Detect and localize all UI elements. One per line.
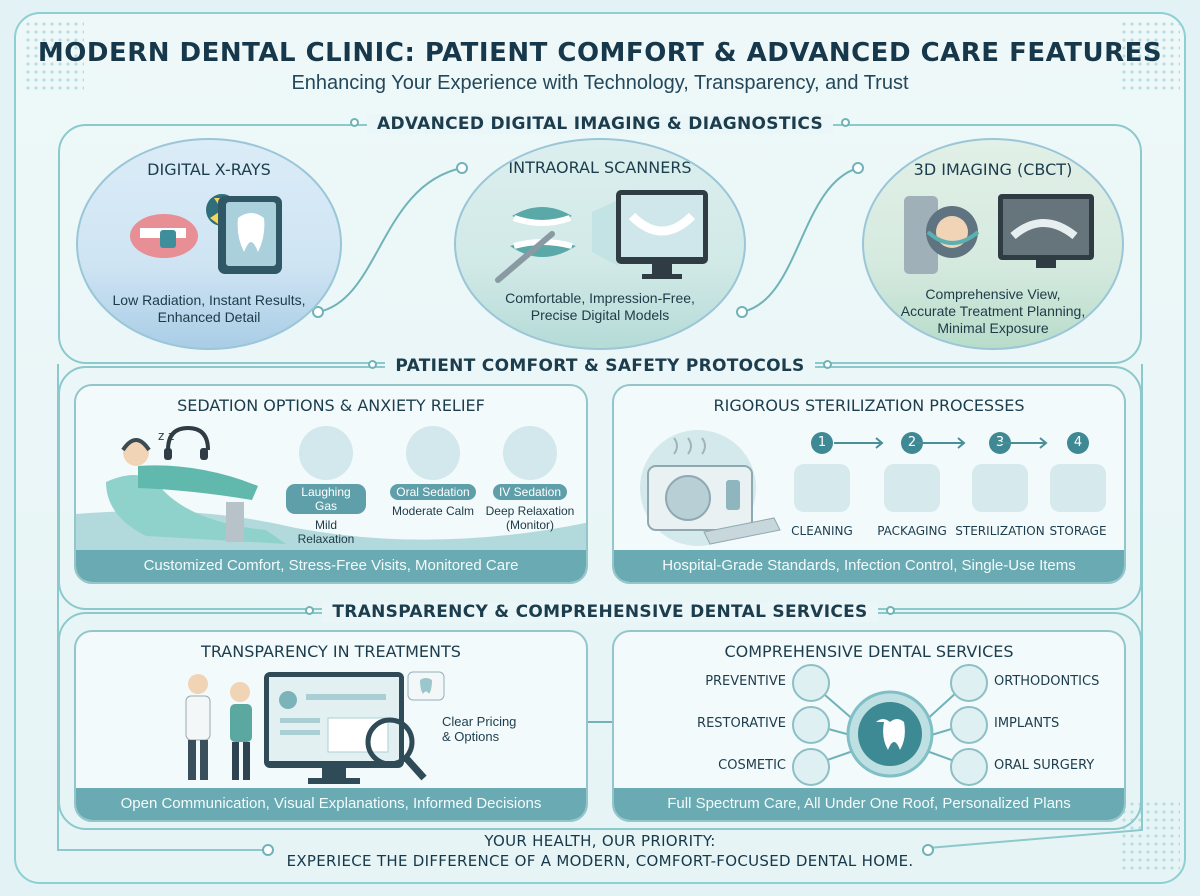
services-section-heading: TRANSPARENCY & COMPREHENSIVE DENTAL SERV… (0, 602, 1200, 622)
page-subtitle: Enhancing Your Experience with Technolog… (291, 72, 909, 94)
gas-mask-icon (299, 426, 353, 480)
step-number: 2 (901, 432, 923, 454)
service-oral-surgery: ORAL SURGERY (994, 758, 1095, 773)
digital-xrays-title: DIGITAL X-RAYS (147, 160, 271, 179)
step-number: 1 (811, 432, 833, 454)
closing-line-1: YOUR HEALTH, OUR PRIORITY: (484, 832, 716, 850)
step-number: 4 (1067, 432, 1089, 454)
service-orthodontics: ORTHODONTICS (994, 674, 1100, 689)
thermometer-icon (972, 464, 1028, 512)
sedation-option-name: Laughing Gas (286, 484, 366, 514)
iv-bag-icon (503, 426, 557, 480)
sedation-option-name: IV Sedation (492, 484, 568, 500)
cbct-illustration (904, 194, 1094, 274)
digital-xrays-card: DIGITAL X-RAYS Low Radiation, Instant Re… (76, 138, 342, 350)
cbct-imaging-caption-1: Comprehensive View, (925, 286, 1061, 302)
intraoral-scanners-title: INTRAORAL SCANNERS (508, 158, 692, 177)
closing-line-2: EXPERIECE THE DIFFERENCE OF A MODERN, CO… (286, 852, 914, 870)
digital-xrays-caption-1: Low Radiation, Instant Results, (112, 292, 306, 308)
step-cleaning: 1 CLEANING (790, 432, 854, 538)
services-title: COMPREHENSIVE DENTAL SERVICES (724, 642, 1014, 661)
sparkle-tooth-icon (792, 748, 830, 786)
service-restorative: RESTORATIVE (697, 716, 786, 731)
services-section-title: TRANSPARENCY & COMPREHENSIVE DENTAL SERV… (322, 602, 878, 622)
implant-icon (950, 706, 988, 744)
sedation-option-desc-2: (Monitor) (505, 518, 554, 532)
sedation-footer: Customized Comfort, Stress-Free Visits, … (76, 550, 586, 582)
toothbrush-icon (792, 664, 830, 702)
step-label: STERILIZATION (955, 524, 1045, 538)
braces-icon (950, 664, 988, 702)
consultation-illustration (185, 671, 445, 784)
sedation-option-laughing-gas: Laughing Gas Mild Relaxation (286, 426, 366, 546)
digital-xrays-caption-2: Enhanced Detail (157, 309, 261, 325)
sedation-option-desc: Deep Relaxation (485, 504, 575, 518)
sterilization-footer: Hospital-Grade Standards, Infection Cont… (614, 550, 1124, 582)
services-footer: Full Spectrum Care, All Under One Roof, … (614, 788, 1124, 820)
scanner-illustration (495, 190, 708, 283)
decorative-dots (24, 20, 84, 90)
sedation-option-name: Oral Sedation (390, 484, 476, 500)
xray-illustration (130, 194, 282, 274)
sedation-option-iv: IV Sedation Deep Relaxation (Monitor) (480, 426, 580, 532)
step-storage: 4 STORAGE (1040, 432, 1116, 538)
sedation-title: SEDATION OPTIONS & ANXIETY RELIEF (177, 396, 485, 415)
page-title: MODERN DENTAL CLINIC: PATIENT COMFORT & … (37, 38, 1163, 68)
dental-chair-illustration: z z (76, 425, 586, 554)
cbct-imaging-title: 3D IMAGING (CBCT) (913, 160, 1073, 179)
comfort-section-heading: PATIENT COMFORT & SAFETY PROTOCOLS (0, 356, 1200, 376)
sedation-option-desc: Mild Relaxation (297, 518, 355, 546)
pricing-callout-line2: & Options (442, 729, 500, 744)
pricing-callout: Clear Pricing & Options (442, 714, 532, 744)
step-label: PACKAGING (877, 524, 947, 538)
service-preventive: PREVENTIVE (705, 674, 786, 689)
step-label: CLEANING (791, 524, 853, 538)
decorative-dots (1120, 20, 1180, 90)
sterilization-panel: RIGOROUS STERILIZATION PROCESSES Hospita… (612, 384, 1126, 584)
sedation-option-oral: Oral Sedation Moderate Calm (390, 426, 476, 518)
cabinet-icon (1050, 464, 1106, 512)
sterilization-title: RIGOROUS STERILIZATION PROCESSES (713, 396, 1025, 415)
intraoral-scanners-caption-1: Comfortable, Impression-Free, (505, 290, 695, 306)
autoclave-icon (640, 430, 781, 546)
filled-tooth-icon (792, 706, 830, 744)
basin-icon (794, 464, 850, 512)
imaging-section-title: ADVANCED DIGITAL IMAGING & DIAGNOSTICS (366, 114, 834, 134)
step-packaging: 2 PACKAGING (868, 432, 956, 538)
scalpel-icon (950, 748, 988, 786)
sedation-panel: SEDATION OPTIONS & ANXIETY RELIEF z z La… (74, 384, 588, 584)
services-panel: COMPREHENSIVE DENTAL SERVICES PREVENTIVE… (612, 630, 1126, 822)
intraoral-scanners-caption-2: Precise Digital Models (530, 307, 670, 323)
cbct-imaging-card: 3D IMAGING (CBCT) Comprehensive View, Ac… (862, 138, 1124, 350)
pill-bottle-icon (406, 426, 460, 480)
service-implants: IMPLANTS (994, 716, 1060, 731)
cbct-imaging-caption-3: Minimal Exposure (937, 320, 1049, 336)
cbct-imaging-caption-2: Accurate Treatment Planning, (900, 303, 1086, 319)
sedation-option-desc: Moderate Calm (391, 504, 475, 518)
transparency-footer: Open Communication, Visual Explanations,… (76, 788, 586, 820)
step-arrows (834, 437, 1048, 449)
imaging-section-heading: ADVANCED DIGITAL IMAGING & DIAGNOSTICS (0, 114, 1200, 134)
intraoral-scanners-card: INTRAORAL SCANNERS Comfortable, Impressi… (454, 138, 746, 350)
comfort-section-title: PATIENT COMFORT & SAFETY PROTOCOLS (385, 356, 815, 376)
pricing-callout-line1: Clear Pricing (442, 714, 517, 729)
service-cosmetic: COSMETIC (718, 758, 786, 773)
transparency-title: TRANSPARENCY IN TREATMENTS (201, 642, 461, 661)
pouch-icon (884, 464, 940, 512)
transparency-panel: TRANSPARENCY IN TREATMENTS Clear Pricing… (74, 630, 588, 822)
step-label: STORAGE (1049, 524, 1107, 538)
